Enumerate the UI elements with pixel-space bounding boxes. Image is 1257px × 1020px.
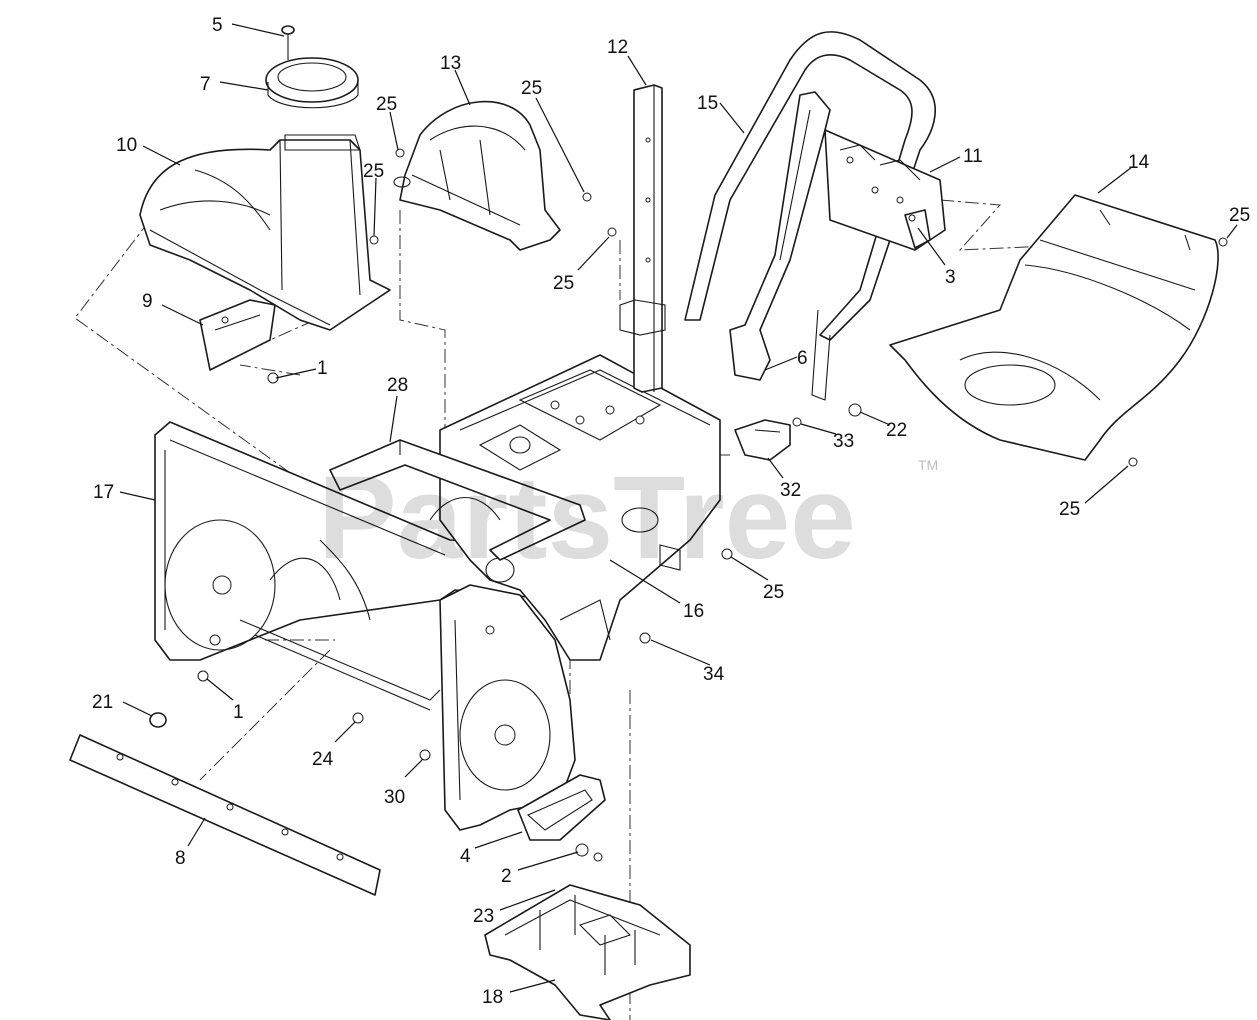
watermark-trademark: TM xyxy=(918,457,938,473)
callout-11: 11 xyxy=(963,146,983,167)
callout-21: 21 xyxy=(92,692,113,713)
callout-17: 17 xyxy=(93,482,114,503)
bracket-plate xyxy=(329,439,586,561)
callout-34: 34 xyxy=(703,664,725,685)
callout-1: 1 xyxy=(233,702,244,723)
lower-bracket xyxy=(484,884,691,1020)
callout-9: 9 xyxy=(142,291,153,312)
upper-tube xyxy=(619,84,666,393)
skid-shoe xyxy=(517,774,606,841)
lever xyxy=(729,91,831,381)
callout-25: 25 xyxy=(376,94,397,115)
callout-18: 18 xyxy=(482,987,503,1008)
callout-10: 10 xyxy=(116,135,137,156)
watermark-text: PartsTree xyxy=(318,452,856,584)
callout-6: 6 xyxy=(797,348,808,369)
callout-30: 30 xyxy=(384,787,405,808)
deflector xyxy=(199,299,276,371)
callout-24: 24 xyxy=(312,749,334,770)
callout-5: 5 xyxy=(212,15,223,36)
callout-33: 33 xyxy=(833,431,854,452)
callout-7: 7 xyxy=(200,74,211,95)
callout-16: 16 xyxy=(683,601,704,622)
chute-ring xyxy=(265,57,359,109)
callouts: 5 7 10 25 25 13 25 12 15 11 14 25 3 25 9… xyxy=(92,15,1250,1008)
side-panel xyxy=(439,584,576,831)
callout-4: 4 xyxy=(460,846,471,867)
callout-25: 25 xyxy=(763,582,784,603)
callout-25: 25 xyxy=(363,161,384,182)
bracket-32 xyxy=(734,419,791,461)
shroud xyxy=(889,194,1219,461)
callout-25: 25 xyxy=(521,78,542,99)
nut-21 xyxy=(149,712,167,728)
callout-32: 32 xyxy=(780,480,801,501)
callout-13: 13 xyxy=(440,53,461,74)
callout-25: 25 xyxy=(1059,499,1080,520)
callout-8: 8 xyxy=(175,848,186,869)
callout-3: 3 xyxy=(945,267,956,288)
auger-housing xyxy=(154,421,601,711)
callout-22: 22 xyxy=(886,420,907,441)
callout-14: 14 xyxy=(1128,152,1150,173)
callout-23: 23 xyxy=(473,906,494,927)
leader-lines xyxy=(119,23,1238,993)
scraper-bar xyxy=(69,734,381,896)
callout-28: 28 xyxy=(387,375,408,396)
callout-25: 25 xyxy=(553,273,574,294)
chute xyxy=(139,134,391,331)
handle xyxy=(684,31,936,401)
belt-cover xyxy=(393,100,561,251)
callout-25: 25 xyxy=(1229,205,1250,226)
callout-15: 15 xyxy=(697,93,718,114)
callout-12: 12 xyxy=(607,37,628,58)
callout-2: 2 xyxy=(501,866,512,887)
bolt-5 xyxy=(281,25,295,60)
callout-1: 1 xyxy=(317,358,328,379)
